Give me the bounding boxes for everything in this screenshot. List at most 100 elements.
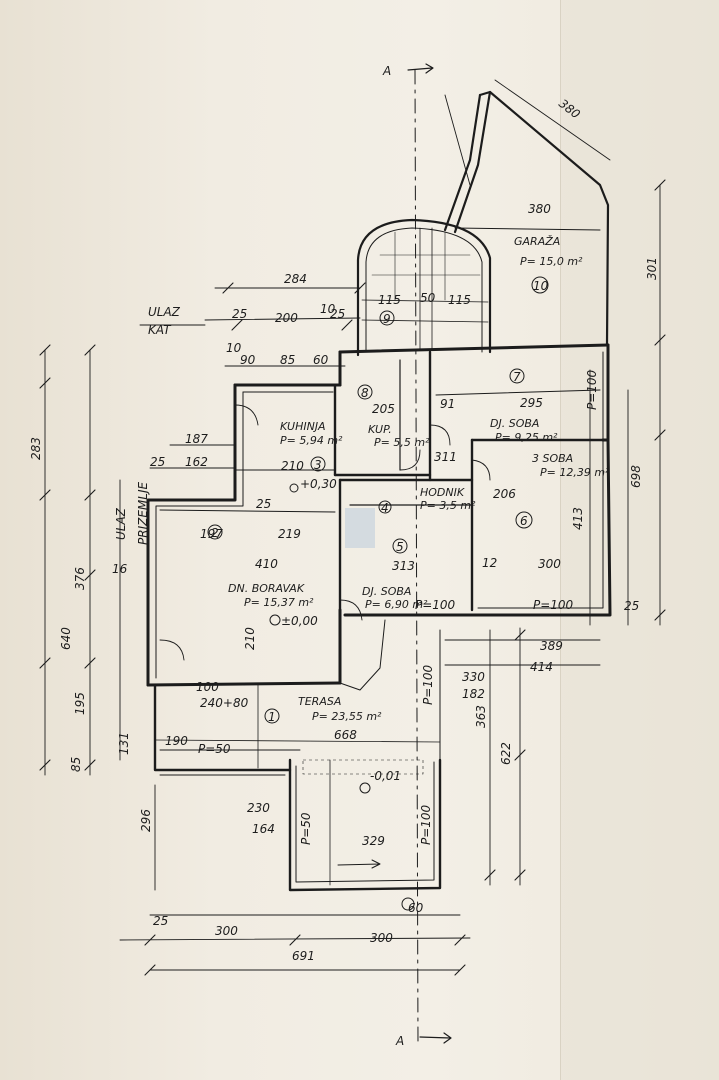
room-area: P= 12,39 m²: [540, 466, 610, 479]
svg-text:91: 91: [440, 397, 455, 411]
entrance-label: ULAZ: [148, 305, 181, 319]
room-number: 6: [520, 514, 528, 528]
svg-text:16: 16: [112, 562, 128, 576]
room-area: P= 9,25 m²: [495, 431, 558, 444]
outer-walls: [146, 343, 612, 687]
svg-text:414: 414: [530, 660, 553, 674]
level-label: P=100: [585, 369, 599, 410]
svg-text:195: 195: [73, 692, 87, 715]
svg-text:313: 313: [392, 559, 415, 573]
room-name: TERASA: [298, 695, 341, 708]
level-label: +0,30: [300, 477, 337, 491]
svg-text:115: 115: [448, 293, 471, 307]
svg-text:284: 284: [284, 272, 307, 286]
room-name: HODNIK: [420, 486, 465, 499]
svg-text:330: 330: [462, 670, 485, 684]
level-marker: [269, 614, 281, 626]
room-area: P= 5,5 m²: [374, 436, 430, 449]
svg-text:410: 410: [255, 557, 278, 571]
svg-text:25: 25: [256, 497, 271, 511]
level-marker: [289, 483, 299, 493]
entrance-label: ULAZ: [114, 507, 128, 540]
svg-text:190: 190: [165, 734, 188, 748]
entrance-label: KAT: [148, 323, 172, 337]
svg-text:376: 376: [73, 567, 87, 590]
room-area: P= 15,0 m²: [520, 255, 583, 268]
room-name: DJ. SOBA: [490, 417, 539, 430]
svg-text:363: 363: [474, 705, 488, 728]
svg-text:85: 85: [280, 353, 295, 367]
svg-text:115: 115: [378, 293, 401, 307]
svg-text:25: 25: [330, 307, 345, 321]
svg-text:210: 210: [243, 627, 257, 650]
level-label: P=100: [421, 664, 435, 705]
svg-text:100: 100: [196, 680, 219, 694]
room-name: KUHINJA: [280, 420, 326, 433]
svg-text:622: 622: [499, 742, 513, 765]
level-label: P=100: [419, 804, 433, 845]
level-label: P=50: [299, 812, 313, 845]
section-mark-top: A: [382, 64, 391, 78]
room-number: 4: [381, 501, 389, 515]
svg-text:380: 380: [528, 202, 551, 216]
svg-text:205: 205: [372, 402, 395, 416]
svg-text:240+80: 240+80: [200, 696, 249, 710]
room-outline-garage: [443, 90, 610, 347]
room-area: P= 6,90 m²: [365, 598, 428, 611]
room-name: DJ. SOBA: [362, 585, 411, 598]
entrance-label: PRIZEMLJE: [136, 482, 150, 545]
room-area: P= 23,55 m²: [312, 710, 382, 723]
svg-text:85: 85: [69, 757, 83, 772]
room-number: 5: [396, 540, 404, 554]
room-name: 3 SOBA: [532, 452, 573, 465]
dimension-ticks: [39, 179, 666, 976]
interior-walls: [159, 350, 605, 617]
svg-text:300: 300: [370, 931, 393, 945]
svg-text:197: 197: [200, 527, 223, 541]
section-mark-bottom: A: [395, 1034, 404, 1048]
room-number: 1: [268, 710, 276, 724]
svg-text:12: 12: [482, 556, 497, 570]
room-name: DN. BORAVAK: [228, 582, 305, 595]
svg-text:296: 296: [139, 809, 153, 832]
level-label: ±0,00: [281, 614, 318, 628]
svg-text:283: 283: [29, 437, 43, 460]
svg-text:164: 164: [252, 822, 275, 836]
svg-text:300: 300: [215, 924, 238, 938]
svg-text:295: 295: [520, 396, 543, 410]
svg-text:219: 219: [278, 527, 301, 541]
svg-text:413: 413: [571, 507, 585, 530]
door-swings: [159, 404, 491, 661]
dimension-labels: 284 200 25 10 25 90 85 60 187 162 197 41…: [29, 96, 659, 963]
room-number: 2: [211, 526, 219, 540]
room-name: GARAŽA: [514, 235, 560, 248]
room-number: 10: [533, 279, 549, 293]
svg-text:389: 389: [540, 639, 563, 653]
room-area: P= 5,94 m²: [280, 434, 343, 447]
dimension-lines: [44, 79, 661, 971]
svg-text:60: 60: [408, 901, 424, 915]
room-number: 7: [513, 370, 521, 384]
svg-text:25: 25: [624, 599, 639, 613]
svg-text:380: 380: [556, 96, 583, 121]
room-number: 9: [383, 312, 391, 326]
svg-text:200: 200: [275, 311, 298, 325]
svg-text:668: 668: [334, 728, 357, 742]
room-area: P= 3,5 m²: [420, 499, 476, 512]
staircase: [356, 218, 492, 357]
svg-text:206: 206: [493, 487, 516, 501]
level-label: P=100: [415, 598, 456, 612]
svg-text:300: 300: [538, 557, 561, 571]
svg-text:60: 60: [313, 353, 329, 367]
svg-text:162: 162: [185, 455, 208, 469]
svg-text:329: 329: [362, 834, 385, 848]
svg-text:640: 640: [59, 627, 73, 650]
svg-text:90: 90: [240, 353, 256, 367]
svg-text:691: 691: [292, 949, 315, 963]
svg-text:230: 230: [247, 801, 270, 815]
svg-text:25: 25: [232, 307, 247, 321]
svg-text:10: 10: [226, 341, 242, 355]
svg-text:311: 311: [434, 450, 457, 464]
room-number: 3: [314, 458, 322, 472]
room-area: P= 15,37 m²: [244, 596, 314, 609]
